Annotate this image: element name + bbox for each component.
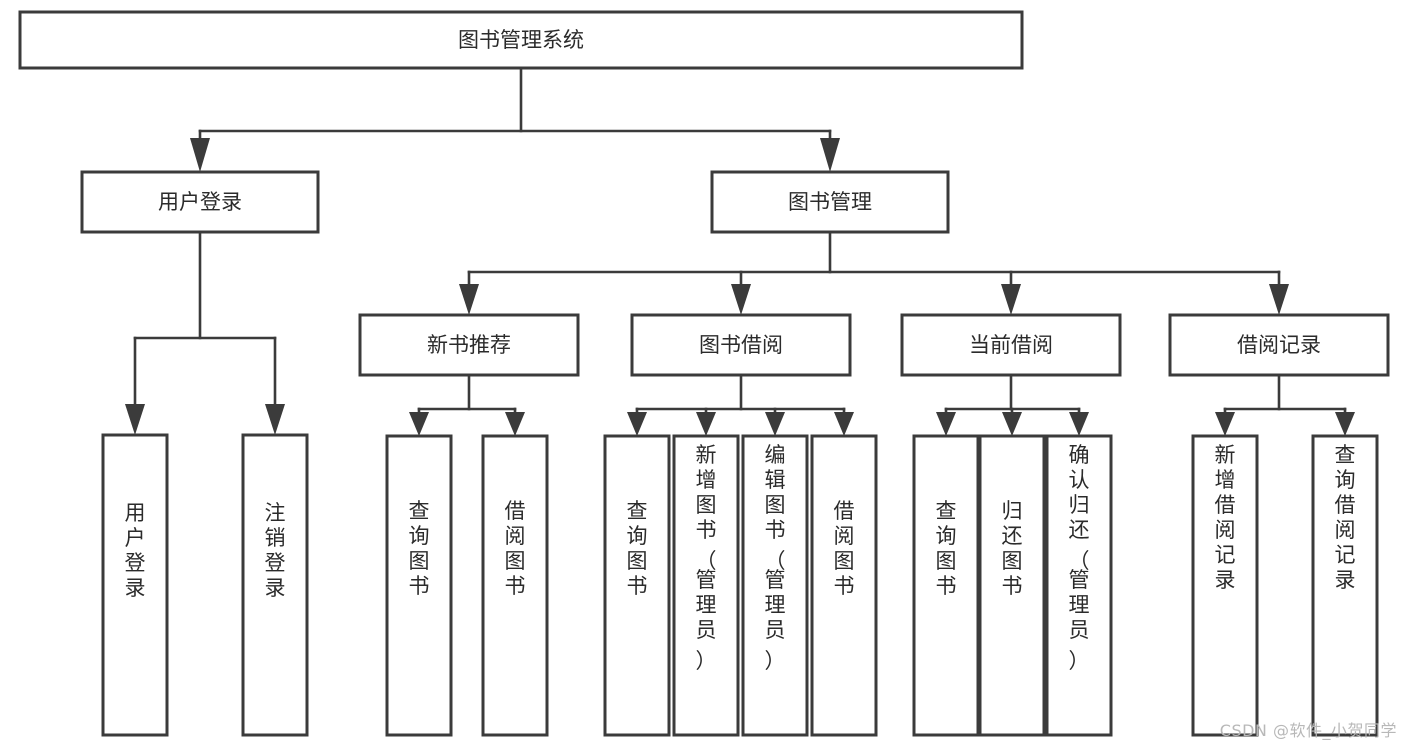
leaf-node-newbook-borrow-box[interactable] <box>481 434 549 737</box>
leaf-node-bookborrow-query[interactable]: 查询图书 <box>603 434 671 737</box>
arrow-head-current-borrow <box>1001 284 1021 315</box>
leaf-node-bookborrow-add-label: 新增图书（管理员） <box>696 443 717 673</box>
node-new-book-recommend-box[interactable] <box>358 313 580 377</box>
arrow-head-bookborrow-leaf-2 <box>696 412 716 436</box>
leaf-node-logout-label: 注销登录 <box>265 501 286 600</box>
leaf-node-bookborrow-query-box[interactable] <box>603 434 671 737</box>
arrow-head-book-manage <box>820 138 840 172</box>
leaf-node-bookborrow-borrow[interactable]: 借阅图书 <box>810 434 878 737</box>
leaf-node-bookborrow-borrow-label: 借阅图书 <box>834 499 855 598</box>
node-book-borrow-label: 图书借阅 <box>699 333 783 357</box>
node-user-login[interactable]: 用户登录 <box>80 170 320 234</box>
leaf-node-bookborrow-borrow-box[interactable] <box>810 434 878 737</box>
arrow-head-newbook-leaf-1 <box>409 412 429 436</box>
leaf-node-currentborrow-query-label: 查询图书 <box>936 499 957 598</box>
leaf-node-borrowrecord-add[interactable]: 新增借阅记录 <box>1191 434 1259 737</box>
leaf-node-bookborrow-add[interactable]: 新增图书（管理员） <box>672 434 740 737</box>
connector-layer <box>125 66 1355 436</box>
node-new-book-recommend-label: 新书推荐 <box>427 333 511 357</box>
node-new-book-recommend[interactable]: 新书推荐 <box>358 313 580 377</box>
leaf-node-logout-box[interactable] <box>241 433 309 737</box>
leaf-node-user-login-label: 用户登录 <box>125 501 146 600</box>
node-current-borrow-label: 当前借阅 <box>969 333 1053 357</box>
node-book-manage[interactable]: 图书管理 <box>710 170 950 234</box>
csdn-watermark: CSDN @软件_小贺同学 <box>1219 721 1397 740</box>
node-borrow-record-box[interactable] <box>1168 313 1390 377</box>
arrow-head-leaf-user-login <box>125 404 145 435</box>
node-user-login-box[interactable] <box>80 170 320 234</box>
node-book-manage-box[interactable] <box>710 170 950 234</box>
arrow-head-currentborrow-leaf-3 <box>1069 412 1089 436</box>
arrow-head-borrowrecord-leaf-1 <box>1215 412 1235 436</box>
leaf-node-borrowrecord-add-box[interactable] <box>1191 434 1259 737</box>
leaf-node-bookborrow-query-label: 查询图书 <box>627 499 648 598</box>
leaf-node-logout[interactable]: 注销登录 <box>241 433 309 737</box>
leaf-node-user-login[interactable]: 用户登录 <box>101 433 169 737</box>
node-user-login-label: 用户登录 <box>158 190 242 214</box>
arrow-head-bookborrow-leaf-1 <box>627 412 647 436</box>
leaf-node-borrowrecord-query-label: 查询借阅记录 <box>1335 443 1356 592</box>
leaf-node-currentborrow-query-box[interactable] <box>912 434 980 737</box>
leaf-node-newbook-query[interactable]: 查询图书 <box>385 434 453 737</box>
node-borrow-record-label: 借阅记录 <box>1237 333 1321 357</box>
node-root-box[interactable] <box>18 10 1024 70</box>
node-borrow-record[interactable]: 借阅记录 <box>1168 313 1390 377</box>
arrow-head-borrow-record <box>1269 284 1289 315</box>
leaf-node-newbook-borrow-label: 借阅图书 <box>505 499 526 598</box>
arrow-head-newbook-leaf-2 <box>505 412 525 436</box>
node-current-borrow-box[interactable] <box>900 313 1122 377</box>
leaf-node-currentborrow-return[interactable]: 归还图书 <box>978 434 1046 737</box>
arrow-head-book-borrow <box>731 284 751 315</box>
leaf-node-currentborrow-confirm[interactable]: 确认归还（管理员） <box>1045 434 1113 737</box>
leaf-node-currentborrow-return-box[interactable] <box>978 434 1046 737</box>
leaf-node-currentborrow-confirm-label: 确认归还（管理员） <box>1069 443 1090 673</box>
node-book-borrow[interactable]: 图书借阅 <box>630 313 852 377</box>
leaf-node-borrowrecord-add-label: 新增借阅记录 <box>1215 443 1236 592</box>
arrow-head-borrowrecord-leaf-2 <box>1335 412 1355 436</box>
leaf-node-currentborrow-return-label: 归还图书 <box>1002 499 1023 598</box>
arrow-head-currentborrow-leaf-2 <box>1002 412 1022 436</box>
arrow-head-new-book-recommend <box>459 284 479 315</box>
node-current-borrow[interactable]: 当前借阅 <box>900 313 1122 377</box>
leaf-node-newbook-query-box[interactable] <box>385 434 453 737</box>
arrow-head-bookborrow-leaf-3 <box>765 412 785 436</box>
node-root[interactable]: 图书管理系统 <box>18 10 1024 70</box>
leaf-node-newbook-borrow[interactable]: 借阅图书 <box>481 434 549 737</box>
leaf-node-borrowrecord-query-box[interactable] <box>1311 434 1379 737</box>
arrow-head-user-login <box>190 138 210 172</box>
arrow-head-bookborrow-leaf-4 <box>834 412 854 436</box>
leaf-node-newbook-query-label: 查询图书 <box>409 499 430 598</box>
leaf-node-borrowrecord-query[interactable]: 查询借阅记录 <box>1311 434 1379 737</box>
leaf-node-currentborrow-confirm-box[interactable] <box>1045 434 1113 737</box>
node-book-borrow-box[interactable] <box>630 313 852 377</box>
leaf-node-currentborrow-query[interactable]: 查询图书 <box>912 434 980 737</box>
leaf-node-bookborrow-edit-box[interactable] <box>741 434 809 737</box>
leaf-node-user-login-box[interactable] <box>101 433 169 737</box>
leaf-node-bookborrow-edit[interactable]: 编辑图书（管理员） <box>741 434 809 737</box>
node-root-label: 图书管理系统 <box>458 28 584 52</box>
arrow-head-currentborrow-leaf-1 <box>936 412 956 436</box>
arrow-head-leaf-logout <box>265 404 285 435</box>
leaf-node-bookborrow-edit-label: 编辑图书（管理员） <box>765 443 786 673</box>
node-book-manage-label: 图书管理 <box>788 190 872 214</box>
leaf-node-bookborrow-add-box[interactable] <box>672 434 740 737</box>
